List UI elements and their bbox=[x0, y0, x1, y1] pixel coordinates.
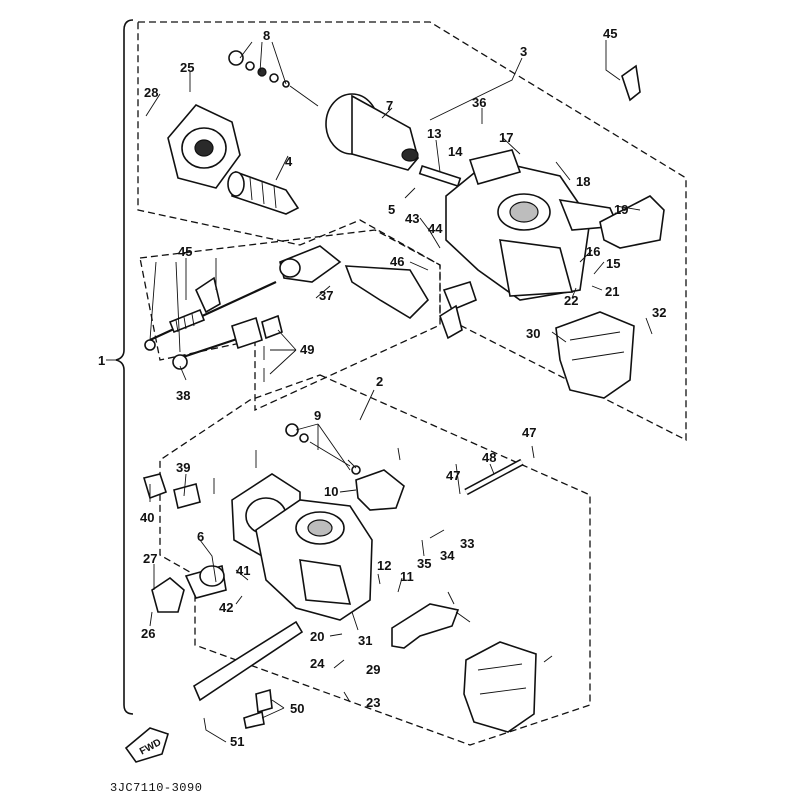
callout-39: 39 bbox=[176, 460, 190, 475]
callout-28: 28 bbox=[144, 85, 158, 100]
diaphragm-cover bbox=[167, 104, 241, 189]
callout-30: 30 bbox=[526, 326, 540, 341]
callout-10: 10 bbox=[324, 484, 338, 499]
jet-needle-set-lower bbox=[285, 423, 361, 475]
callout-27: 27 bbox=[143, 551, 157, 566]
callout-31: 31 bbox=[358, 633, 372, 648]
leader-lines bbox=[145, 40, 653, 743]
callout-37: 37 bbox=[319, 288, 333, 303]
sync-screw-springs bbox=[261, 314, 283, 382]
callout-32: 32 bbox=[652, 305, 666, 320]
callout-5: 5 bbox=[388, 202, 395, 217]
needle-jet bbox=[418, 165, 462, 187]
callout-9: 9 bbox=[314, 408, 321, 423]
throttle-stop-lower bbox=[355, 469, 405, 511]
callout-6: 6 bbox=[197, 529, 204, 544]
drain-screw-set bbox=[243, 688, 273, 729]
carburetor-2-outline bbox=[159, 374, 591, 746]
callout-26: 26 bbox=[141, 626, 155, 641]
callout-14: 14 bbox=[448, 144, 463, 159]
callout-8: 8 bbox=[263, 28, 270, 43]
callout-40: 40 bbox=[140, 510, 154, 525]
callout-16: 16 bbox=[586, 244, 600, 259]
callout-24: 24 bbox=[310, 656, 325, 671]
callout-45-upper: 45 bbox=[603, 26, 617, 41]
starter-plunger-lower bbox=[142, 473, 201, 509]
callout-13: 13 bbox=[427, 126, 441, 141]
sync-spring-shaft bbox=[172, 316, 263, 370]
callout-20: 20 bbox=[310, 629, 324, 644]
callout-47-right: 47 bbox=[522, 425, 536, 440]
callout-46: 46 bbox=[390, 254, 404, 269]
cover-spring bbox=[227, 170, 300, 215]
callout-42: 42 bbox=[219, 600, 233, 615]
callout-23: 23 bbox=[366, 695, 380, 710]
callout-38: 38 bbox=[176, 388, 190, 403]
linkage-outline bbox=[139, 229, 441, 412]
callout-33: 33 bbox=[460, 536, 474, 551]
callout-11: 11 bbox=[400, 569, 414, 584]
fuel-pipe bbox=[464, 458, 524, 496]
callout-36: 36 bbox=[472, 95, 486, 110]
assembly-bracket bbox=[115, 19, 134, 715]
float-bowl-lower bbox=[463, 641, 537, 733]
choke-bracket-lower bbox=[391, 603, 460, 649]
part-code: 3JC7110-3090 bbox=[110, 781, 202, 795]
callout-29: 29 bbox=[366, 662, 380, 677]
callout-3: 3 bbox=[520, 44, 527, 59]
callout-2: 2 bbox=[376, 374, 383, 389]
callout-4: 4 bbox=[285, 154, 293, 169]
pilot-screw-set bbox=[439, 281, 477, 340]
callout-1: 1 bbox=[98, 353, 105, 368]
callout-17: 17 bbox=[499, 130, 513, 145]
starter-plunger-upper bbox=[279, 245, 342, 283]
callout-15: 15 bbox=[606, 256, 620, 271]
throttle-lever-upper bbox=[621, 64, 641, 102]
callout-25: 25 bbox=[180, 60, 194, 75]
callout-44: 44 bbox=[428, 221, 443, 236]
carburetor-body-lower bbox=[255, 499, 373, 621]
callout-47-left: 47 bbox=[446, 468, 460, 483]
callout-35: 35 bbox=[417, 556, 431, 571]
jet-needle-set bbox=[228, 50, 319, 107]
callout-43: 43 bbox=[405, 211, 419, 226]
callout-18: 18 bbox=[576, 174, 590, 189]
callout-51: 51 bbox=[230, 734, 244, 749]
callout-19: 19 bbox=[614, 202, 628, 217]
mounting-plate bbox=[192, 620, 304, 702]
accel-pump-lower bbox=[151, 564, 227, 613]
carburetor-3-outline bbox=[137, 21, 687, 442]
callout-21: 21 bbox=[605, 284, 619, 299]
callout-41: 41 bbox=[236, 563, 250, 578]
callout-50: 50 bbox=[290, 701, 304, 716]
fwd-arrow-icon: FWD bbox=[124, 727, 169, 763]
callout-34: 34 bbox=[440, 548, 455, 563]
carburetor-body-upper bbox=[445, 149, 620, 301]
callout-48: 48 bbox=[482, 450, 496, 465]
callout-49: 49 bbox=[300, 342, 314, 357]
callout-22: 22 bbox=[564, 293, 578, 308]
choke-bracket-upper bbox=[599, 195, 665, 249]
callout-7: 7 bbox=[386, 98, 393, 113]
float-bowl-upper bbox=[555, 311, 635, 399]
callout-labels: 1 2 3 4 5 6 7 8 9 10 11 12 13 14 15 16 1… bbox=[98, 26, 666, 749]
callout-45-lower: 45 bbox=[178, 244, 192, 259]
diaphragm-piston bbox=[325, 93, 419, 171]
callout-12: 12 bbox=[377, 558, 391, 573]
linkage-plate bbox=[344, 265, 430, 320]
